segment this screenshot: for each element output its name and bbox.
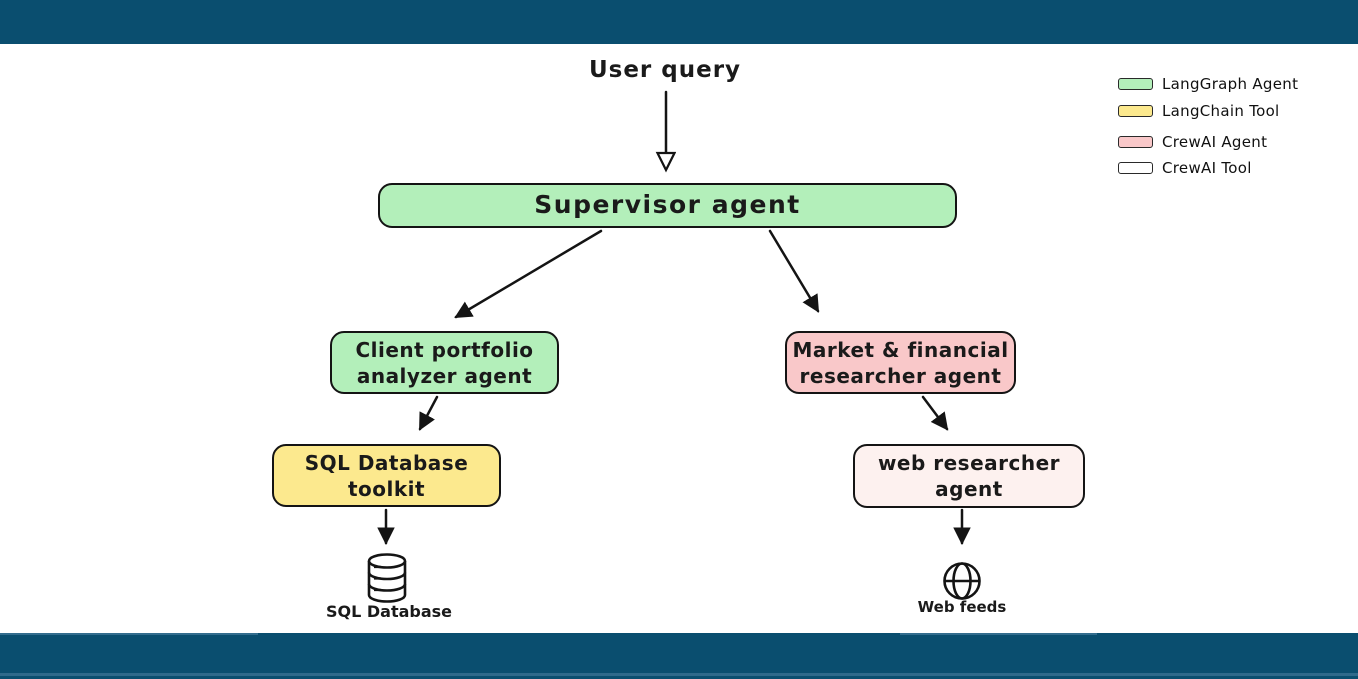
bottom-border-bar	[0, 633, 1358, 679]
legend-row-langchain-tool: LangChain Tool	[1118, 102, 1298, 120]
crewai-tool-swatch	[1118, 162, 1153, 174]
legend-row-crewai-tool: CrewAI Tool	[1118, 159, 1298, 177]
node-label-line1: Client portfolio	[355, 337, 534, 362]
database-cylinder-icon	[367, 553, 407, 603]
node-label-line2: researcher agent	[799, 363, 1002, 388]
bottom-bar-seam-mid	[900, 633, 1097, 635]
bottom-bar-highlight-line	[0, 673, 1358, 676]
top-border-bar	[0, 0, 1358, 44]
legend-label: LangChain Tool	[1162, 102, 1280, 120]
crewai-agent-swatch	[1118, 136, 1153, 148]
node-label-line2: agent	[935, 477, 1003, 501]
arrow-market-financial-to-web-researcher	[921, 395, 949, 431]
node-supervisor-agent: Supervisor agent	[378, 183, 957, 228]
node-client-portfolio-analyzer-agent: Client portfolio analyzer agent	[330, 331, 559, 394]
node-label-line1: Market & financial	[792, 337, 1009, 362]
arrow-client-portfolio-to-sql-toolkit	[418, 395, 439, 431]
globe-icon	[943, 562, 981, 600]
node-label-line2: analyzer agent	[356, 363, 533, 388]
legend-row-langgraph-agent: LangGraph Agent	[1118, 75, 1299, 93]
arrow-supervisor-to-client-portfolio	[454, 229, 603, 319]
node-label-line1: web researcher	[877, 451, 1061, 475]
node-web-researcher-agent: web researcher agent	[853, 444, 1085, 508]
node-label: Supervisor agent	[534, 190, 801, 220]
arrow-supervisor-to-market-financial	[768, 229, 820, 313]
legend: LangGraph Agent LangChain Tool CrewAI Ag…	[1118, 75, 1299, 177]
legend-row-crewai-agent: CrewAI Agent	[1118, 133, 1298, 151]
legend-label: LangGraph Agent	[1162, 75, 1299, 93]
langgraph-agent-swatch	[1118, 78, 1153, 90]
bottom-bar-seam-left	[0, 633, 258, 635]
langchain-tool-swatch	[1118, 105, 1153, 117]
node-market-financial-researcher-agent: Market & financial researcher agent	[785, 331, 1016, 394]
node-sql-database-toolkit: SQL Database toolkit	[272, 444, 501, 507]
user-query-label: User query	[588, 57, 742, 83]
legend-label: CrewAI Tool	[1162, 159, 1252, 177]
sql-database-caption: SQL Database	[325, 602, 453, 621]
node-label-line1: SQL Database	[304, 450, 469, 475]
node-label-line2: toolkit	[347, 476, 426, 501]
web-feeds-caption: Web feeds	[917, 598, 1007, 616]
legend-label: CrewAI Agent	[1162, 133, 1268, 151]
